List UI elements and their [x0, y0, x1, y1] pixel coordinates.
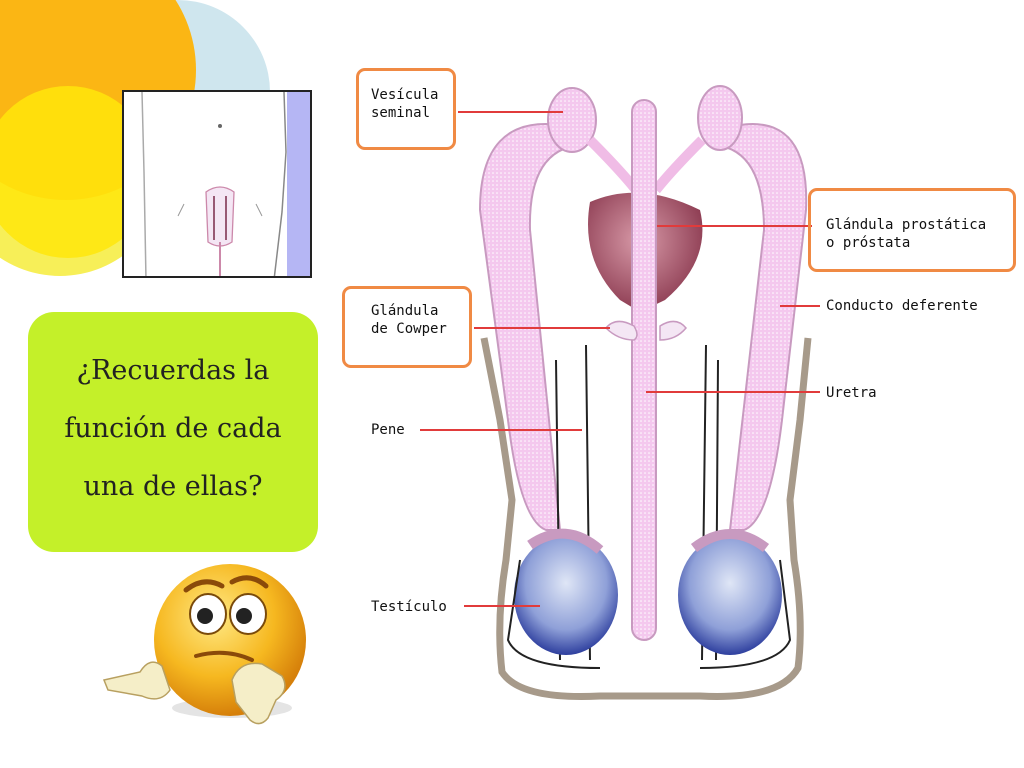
deferente-label: Conducto deferente: [826, 298, 978, 314]
vesicula-label-box: [356, 68, 456, 150]
testis-left: [514, 535, 618, 655]
vesicula-label: Vesícula seminal: [371, 87, 439, 121]
testis-right: [678, 535, 782, 655]
body-location-thumbnail-icon: [122, 90, 312, 278]
thumbnail-figure: [141, 92, 310, 276]
yellow-circle: [0, 86, 154, 258]
question-box: [28, 312, 318, 552]
testiculo-label: Testículo: [371, 599, 447, 615]
question-text: ¿Recuerdas la función de cada una de ell…: [28, 342, 318, 516]
question-line-2: función de cada: [64, 413, 282, 444]
seminal-vesicle-left: [547, 87, 597, 153]
prostata-label-box: [808, 188, 1016, 272]
pene-label: Pene: [371, 422, 405, 438]
pointer-lines: [420, 111, 820, 607]
reproductive-system-diagram: [420, 85, 820, 700]
question-line-1: ¿Recuerdas la: [76, 355, 270, 386]
prostata-label: Glándula prostática o próstata: [826, 217, 987, 251]
cowper-label: Glándula de Cowper: [371, 303, 447, 337]
question-line-3: una de ellas?: [83, 471, 263, 502]
urethra: [631, 99, 657, 641]
skin-outline: [480, 337, 812, 700]
seminal-vesicle-right: [697, 85, 743, 151]
cowper-label-box: [342, 286, 472, 368]
uretra-label: Uretra: [826, 385, 877, 401]
cowper-glands: [604, 320, 687, 341]
thinking-emoji-icon: [102, 564, 306, 725]
